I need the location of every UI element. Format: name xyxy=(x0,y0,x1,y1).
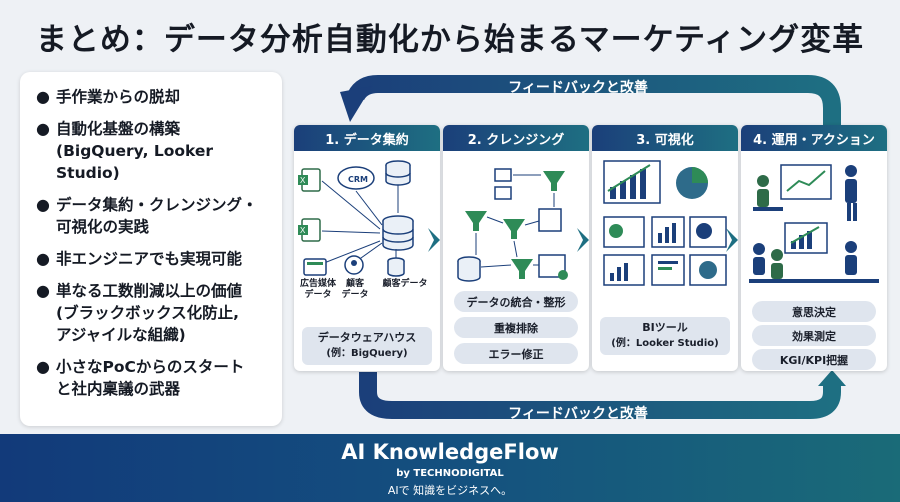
bullet-dot: ● xyxy=(36,119,50,138)
step-title: 4. 運用・アクション xyxy=(741,125,887,151)
process-pill: データの統合・整形 xyxy=(454,291,578,312)
bullet-text: 単なる工数削減以上の価値 (ブラックボックス化防止, アジャイルな組織) xyxy=(56,282,243,344)
page-title: まとめ：データ分析自動化から始まるマーケティング変革 xyxy=(35,22,865,58)
bullet-dot: ● xyxy=(36,87,50,106)
brand-tagline: AIで 知識をビジネスへ。 xyxy=(387,484,513,497)
step-card-visualization: 3. 可視化 xyxy=(592,125,738,371)
chevron-right-icon xyxy=(428,228,440,252)
svg-text:X: X xyxy=(300,176,306,185)
spreadsheet-icon: X xyxy=(298,218,321,242)
step-card-operation-action: 4. 運用・アクション xyxy=(741,125,887,371)
step-illustration: BIツール (例：Looker Studio) xyxy=(592,151,738,371)
svg-text:X: X xyxy=(300,226,306,235)
feedback-bottom-arrowhead xyxy=(818,370,846,386)
step-card-cleansing: 2. クレンジング xyxy=(443,125,589,371)
bullet-dot: ● xyxy=(36,357,50,376)
summary-panel: ● 手作業からの脱却 ● 自動化基盤の構築 (BigQuery, Looker … xyxy=(20,72,282,426)
desk xyxy=(753,207,783,211)
brand-byline: by TECHNODIGITAL xyxy=(396,468,504,479)
team-icon xyxy=(753,241,857,279)
database-icon xyxy=(457,256,481,282)
customer-data-label: 顧客データ xyxy=(382,279,428,289)
bullet-item: ● データ集約・クレンジング・ 可視化の実践 xyxy=(36,194,272,238)
error-fix-icon xyxy=(558,270,568,280)
person-icon xyxy=(757,175,769,207)
output-subtitle: (例：Looker Studio) xyxy=(611,338,719,349)
flow-arrows xyxy=(475,174,555,268)
bullet-text: 自動化基盤の構築 (BigQuery, Looker Studio) xyxy=(56,120,214,182)
bullet-item: ● 単なる工数削減以上の価値 (ブラックボックス化防止, アジャイルな組織) xyxy=(36,280,272,346)
bullet-dot: ● xyxy=(36,281,50,300)
pie-chart-icon xyxy=(676,167,708,199)
feedback-top-arrowhead xyxy=(340,86,372,122)
chart-board-icon xyxy=(784,222,828,254)
customer-database-icon xyxy=(387,257,405,277)
bullet-text: 非エンジニアでも実現可能 xyxy=(56,250,243,268)
funnel-icon xyxy=(465,171,565,279)
output-box: BIツール (例：Looker Studio) xyxy=(600,317,730,355)
meeting-illustration xyxy=(749,164,879,283)
output-title: BIツール xyxy=(642,321,688,334)
visualization-illustration xyxy=(603,160,727,286)
step-illustration: データの統合・整形 重複排除 エラー修正 xyxy=(443,151,589,371)
footer-banner: AI KnowledgeFlow by TECHNODIGITAL AIで 知識… xyxy=(0,434,900,502)
cleansing-illustration xyxy=(457,168,568,282)
crm-cloud-icon xyxy=(337,166,375,190)
action-pill: 効果測定 xyxy=(752,325,876,346)
output-box: データウェアハウス (例：BigQuery) xyxy=(302,327,432,365)
process-pill: エラー修正 xyxy=(454,343,578,364)
presentation-board-icon xyxy=(780,164,832,200)
bullet-text: 小さなPoCからのスタート と社内稟議の武器 xyxy=(56,358,245,398)
feedback-bottom-arrow xyxy=(359,372,841,419)
feedback-bottom-label: フィードバックと改善 xyxy=(508,406,648,422)
ad-media-label: 広告媒体 データ xyxy=(299,279,336,300)
bullet-item: ● 手作業からの脱却 xyxy=(36,86,272,108)
bar-chart-icon xyxy=(603,160,661,204)
crm-label: CRM xyxy=(348,175,368,184)
table-icon xyxy=(494,168,566,278)
customer-icon xyxy=(344,255,364,275)
aggregation-illustration: X X xyxy=(298,160,414,277)
action-pill: KGI/KPI把握 xyxy=(752,349,876,370)
warehouse-database-icon xyxy=(382,215,414,251)
step-card-data-aggregation: 1. データ集約 X X xyxy=(294,125,440,371)
brand-name: AI KnowledgeFlow xyxy=(341,440,559,464)
step-title: 2. クレンジング xyxy=(443,125,589,151)
presenter-person-icon xyxy=(845,165,857,221)
step-illustration: X X xyxy=(294,151,440,371)
step-illustration: 意思決定 効果測定 KGI/KPI把握 xyxy=(741,151,887,371)
bullet-item: ● 自動化基盤の構築 (BigQuery, Looker Studio) xyxy=(36,118,272,184)
step-title: 1. データ集約 xyxy=(294,125,440,151)
spreadsheet-icon: X xyxy=(298,168,321,192)
process-pill: 重複排除 xyxy=(454,317,578,338)
chevron-right-icon xyxy=(726,228,738,252)
dashboard-contents xyxy=(609,223,717,281)
chevron-right-icon xyxy=(577,228,589,252)
bullet-dot: ● xyxy=(36,195,50,214)
step-title: 3. 可視化 xyxy=(592,125,738,151)
meeting-table xyxy=(749,279,879,283)
bullet-item: ● 非エンジニアでも実現可能 xyxy=(36,248,272,270)
bullet-dot: ● xyxy=(36,249,50,268)
action-pill: 意思決定 xyxy=(752,301,876,322)
bullet-item: ● 小さなPoCからのスタート と社内稟議の武器 xyxy=(36,356,272,400)
feedback-top-label: フィードバックと改善 xyxy=(508,80,648,96)
output-title: データウェアハウス xyxy=(317,331,417,344)
database-icon xyxy=(385,160,411,186)
bullet-text: データ集約・クレンジング・ 可視化の実践 xyxy=(56,196,258,236)
bullet-text: 手作業からの脱却 xyxy=(56,88,181,106)
ad-media-icon xyxy=(303,258,327,276)
output-subtitle: (例：BigQuery) xyxy=(326,348,408,359)
customer-label: 顧客 データ xyxy=(341,279,369,300)
